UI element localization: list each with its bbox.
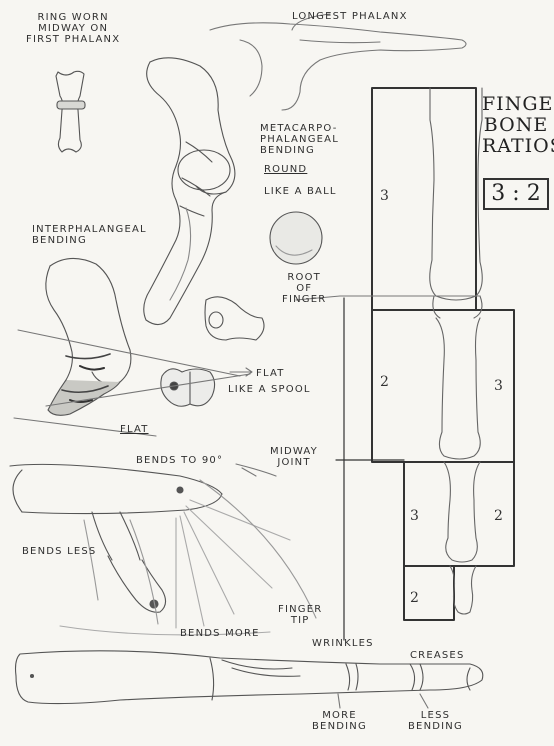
- segment-tip-left: 2: [410, 590, 419, 606]
- like-a-spool-label: LIKE A SPOOL: [228, 384, 311, 395]
- metacarpo-line-2: PHALANGEAL: [260, 134, 339, 145]
- less-bending-line-2: BENDING: [408, 721, 463, 732]
- metacarpo-label: METACARPO- PHALANGEAL BENDING: [260, 123, 339, 156]
- round-label: ROUND: [264, 164, 307, 175]
- interphalangeal-drawing: [46, 258, 131, 415]
- finger-tip-label: FINGER TIP: [278, 604, 322, 626]
- midway-joint-label: MIDWAY JOINT: [270, 446, 318, 468]
- ball-drawing: [270, 212, 322, 264]
- bent-finger-drawing: [144, 58, 235, 325]
- less-bending-line-1: LESS: [408, 710, 463, 721]
- bends-to-90-label: BENDS TO 90°: [136, 455, 223, 466]
- like-a-ball-label: LIKE A BALL: [264, 186, 337, 197]
- small-joint-drawing: [205, 297, 264, 340]
- more-bending-label: MORE BENDING: [312, 710, 367, 732]
- hand-outline-drawing: [210, 14, 466, 110]
- segment-low-left: 3: [410, 508, 419, 524]
- root-of-finger-label: ROOT OF FINGER: [282, 272, 326, 305]
- less-bending-label: LESS BENDING: [408, 710, 463, 732]
- interphalangeal-line-1: INTERPHALANGEAL: [32, 224, 147, 235]
- bends-less-label: BENDS LESS: [22, 546, 96, 557]
- title-line-3: RATIOS: [482, 136, 550, 157]
- root-line-1: ROOT: [282, 272, 326, 283]
- wrinkles-label: WRINKLES: [312, 638, 374, 649]
- more-bending-line-2: BENDING: [312, 721, 367, 732]
- metacarpo-line-1: METACARPO-: [260, 123, 339, 134]
- more-bending-line-1: MORE: [312, 710, 367, 721]
- longest-phalanx-label: LONGEST PHALANX: [292, 11, 408, 22]
- finger-bone-drawing: [340, 88, 482, 614]
- segment-top-left: 3: [380, 188, 389, 204]
- ring-worn-line-3: FIRST PHALANX: [26, 34, 120, 45]
- interphalangeal-line-2: BENDING: [32, 235, 147, 246]
- segment-mid-right: 3: [494, 378, 503, 394]
- finger-tip-line-2: TIP: [278, 615, 322, 626]
- title-line-1: FINGER: [482, 94, 550, 115]
- creases-label: CREASES: [410, 650, 465, 661]
- interphalangeal-label: INTERPHALANGEAL BENDING: [32, 224, 147, 246]
- flat-spool-label: FLAT: [256, 368, 285, 379]
- flat-label: FLAT: [120, 424, 149, 435]
- spool-drawing: [161, 369, 215, 406]
- title-line-2: BONE: [482, 115, 550, 136]
- finger-tip-line-1: FINGER: [278, 604, 322, 615]
- ring-worn-line-1: RING WORN: [26, 12, 120, 23]
- ring-worn-label: RING WORN MIDWAY ON FIRST PHALANX: [26, 12, 120, 45]
- segment-mid-left: 2: [380, 374, 389, 390]
- root-line-2: OF: [282, 283, 326, 294]
- segment-low-right: 2: [494, 508, 503, 524]
- midway-line-1: MIDWAY: [270, 446, 318, 457]
- metacarpo-line-3: BENDING: [260, 145, 339, 156]
- midway-line-2: JOINT: [270, 457, 318, 468]
- ratio-boxes: [336, 88, 514, 640]
- bends-more-label: BENDS MORE: [180, 628, 260, 639]
- ratio-box: 3 : 2: [483, 178, 549, 210]
- ring-worn-line-2: MIDWAY ON: [26, 23, 120, 34]
- title-block: FINGER BONE RATIOS: [482, 94, 550, 157]
- root-line-3: FINGER: [282, 294, 326, 305]
- ring-phalanx-drawing: [56, 71, 85, 152]
